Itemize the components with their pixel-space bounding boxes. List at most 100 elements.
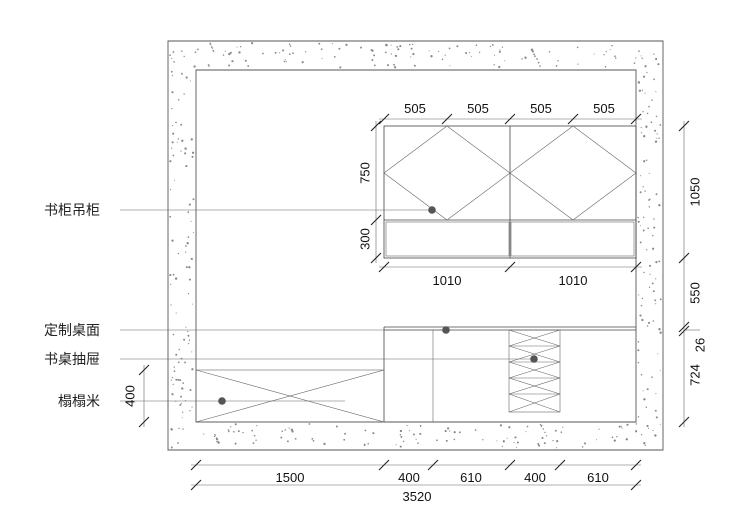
hatch-speck	[284, 59, 287, 61]
hatch-speck	[471, 55, 473, 58]
hatch-speck	[227, 429, 230, 431]
hatch-speck	[321, 57, 323, 59]
hatch-speck	[191, 368, 194, 371]
hatch-speck	[280, 436, 283, 439]
hatch-speck	[345, 43, 348, 47]
hatch-speck	[643, 135, 646, 138]
hatch-speck	[180, 123, 183, 126]
hatch-speck	[640, 433, 643, 436]
hatch-speck	[406, 425, 408, 427]
hatch-speck	[654, 409, 657, 412]
hatch-speck	[640, 225, 642, 227]
hatch-speck	[659, 423, 661, 425]
dim-right-26: 26	[692, 338, 707, 352]
hatch-speck	[191, 151, 195, 154]
hatch-speck	[185, 251, 187, 253]
hatch-speck	[465, 51, 468, 55]
hatch-speck	[213, 435, 216, 438]
hatch-speck	[658, 328, 661, 331]
hatch-speck	[642, 111, 644, 113]
hatch-speck	[441, 58, 444, 61]
hatch-speck	[384, 51, 387, 54]
hatch-speck	[172, 383, 174, 386]
hatch-speck	[642, 216, 645, 219]
hatch-speck	[552, 439, 554, 442]
hatch-speck	[171, 107, 173, 110]
hatch-speck	[478, 51, 481, 54]
hatch-speck	[175, 121, 177, 124]
hatch-speck	[190, 257, 193, 260]
hatch-speck	[399, 429, 403, 433]
hatch-speck	[643, 271, 645, 274]
hatch-speck	[251, 42, 254, 45]
hatch-speck	[658, 260, 661, 263]
hatch-speck	[169, 160, 172, 163]
hatch-speck	[203, 433, 205, 435]
hatch-speck	[211, 47, 213, 49]
hatch-speck	[638, 89, 642, 92]
hatch-speck	[428, 50, 430, 52]
concrete-hatch	[169, 42, 662, 449]
hatch-speck	[516, 441, 519, 444]
hatch-speck	[514, 436, 517, 439]
hatch-speck	[191, 155, 194, 158]
hatch-speck	[648, 264, 652, 267]
hatch-speck	[178, 427, 180, 430]
hatch-speck	[646, 424, 649, 428]
hatch-speck	[170, 304, 172, 306]
hatch-speck	[169, 215, 172, 218]
hatch-speck	[188, 203, 191, 206]
wall-cabinet	[383, 125, 637, 259]
hatch-speck	[185, 266, 188, 269]
hatch-speck	[437, 50, 440, 52]
hatch-speck	[274, 51, 277, 54]
hatch-speck	[228, 52, 231, 56]
hatch-speck	[444, 430, 447, 433]
hatch-speck	[491, 44, 494, 46]
hatch-speck	[524, 56, 527, 59]
hatch-speck	[170, 70, 173, 73]
dim-cabinet-300: 300	[357, 228, 372, 250]
hatch-speck	[501, 445, 504, 447]
hatch-speck	[170, 446, 173, 449]
hatch-speck	[292, 52, 294, 54]
hatch-speck	[170, 428, 173, 431]
hatch-speck	[193, 65, 196, 68]
hatch-speck	[637, 81, 641, 84]
hatch-speck	[430, 55, 433, 58]
hatch-speck	[181, 417, 183, 419]
hatch-speck	[399, 433, 402, 436]
hatch-speck	[183, 338, 186, 341]
hatch-speck	[489, 45, 492, 48]
hatch-speck	[171, 147, 173, 149]
hatch-speck	[643, 398, 646, 401]
hatch-speck	[409, 43, 411, 46]
hatch-speck	[394, 54, 398, 58]
hatch-speck	[172, 154, 175, 157]
hatch-speck	[635, 423, 638, 425]
hatch-speck	[641, 297, 644, 300]
hatch-speck	[562, 426, 564, 428]
hatch-speck	[650, 121, 653, 124]
dim-lower-1: 1010	[433, 273, 462, 288]
hatch-speck	[191, 351, 193, 353]
hatch-speck	[285, 61, 287, 63]
hatch-speck	[288, 427, 290, 429]
hatch-speck	[493, 64, 495, 66]
hatch-speck	[320, 48, 323, 50]
hatch-speck	[183, 55, 185, 58]
hatch-speck	[496, 440, 498, 442]
hatch-speck	[652, 234, 654, 237]
hatch-speck	[171, 376, 174, 379]
hatch-speck	[234, 423, 237, 426]
hatch-speck	[229, 51, 232, 54]
hatch-speck	[651, 99, 653, 101]
hatch-speck	[413, 64, 416, 67]
hatch-speck	[172, 273, 175, 276]
hatch-speck	[338, 47, 341, 50]
hatch-speck	[536, 58, 538, 60]
callout-dot-cabinet	[428, 206, 436, 214]
hatch-speck	[639, 191, 642, 194]
hatch-speck	[526, 425, 529, 428]
hatch-speck	[611, 44, 613, 47]
